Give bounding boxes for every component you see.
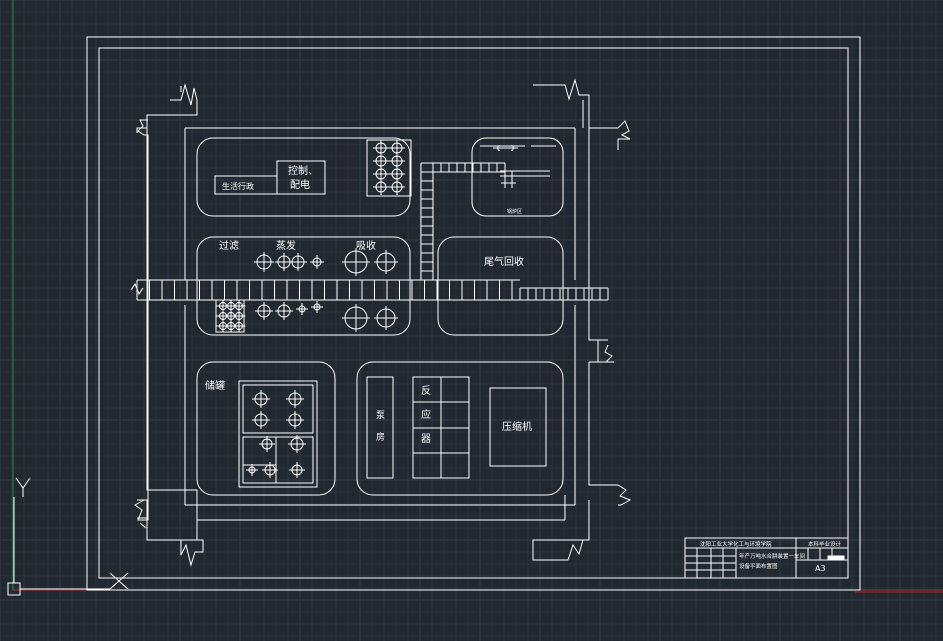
absorber (342, 248, 370, 276)
storage-tank-area (238, 380, 318, 488)
pipe-rack (130, 162, 609, 301)
block-admin (196, 137, 411, 217)
process-equipment (215, 248, 398, 333)
storage-tank (286, 390, 304, 408)
ucs-axis-icon (7, 477, 129, 596)
label-boiler: 锅炉区 (507, 208, 522, 215)
room-compressor (489, 387, 547, 467)
label-absorb: 吸收 (356, 239, 376, 252)
label-reactor: 反 应 器 (421, 385, 434, 445)
label-storage: 储罐 (205, 379, 225, 392)
absorber (342, 304, 370, 332)
branch-pipe-rack (519, 287, 609, 301)
sheet-border-inner (98, 47, 849, 579)
filter-unit (296, 303, 308, 315)
block-storage (196, 361, 336, 496)
block-process (196, 236, 411, 336)
storage-tank (286, 411, 304, 429)
evaporator (310, 255, 324, 269)
vertical-pipe-rack (420, 162, 434, 281)
storage-tank (246, 464, 258, 476)
label-compressor: 压缩机 (502, 420, 532, 433)
sheet-border-outer (86, 36, 861, 591)
absorber (374, 306, 398, 330)
block-boiler (471, 137, 564, 217)
label-filter: 过滤 (219, 239, 239, 252)
main-pipe-rack (136, 279, 520, 301)
storage-tanks (243, 390, 306, 478)
storage-tank (259, 436, 275, 452)
tank-grid (366, 139, 412, 197)
small-tank (373, 179, 389, 195)
title-category: 本科毕业设计 (808, 540, 842, 548)
evaporator (254, 252, 274, 272)
small-tank (389, 179, 405, 195)
label-control: 控制、 配电 (288, 164, 321, 191)
filter-unit (311, 301, 323, 313)
storage-tank (252, 411, 270, 429)
title-block (684, 537, 849, 579)
inner-road (184, 127, 576, 521)
block-tailgas (437, 236, 564, 336)
reactor-grid (412, 376, 470, 479)
label-admin: 生活行政 (222, 181, 254, 191)
labels: 生活行政 控制、 配电 过滤 蒸发 吸收 尾气回收 储罐 泵 房 反 应 器 压… (205, 164, 842, 573)
rack-break (130, 282, 609, 300)
boiler-equipment (480, 145, 556, 188)
title-drawing: 年产万吨水合肼装置一车间 设备平面布置图 (739, 552, 807, 570)
storage-tank (289, 462, 305, 478)
evaporator (289, 253, 307, 271)
room-pump (366, 376, 394, 479)
drawing (7, 36, 943, 596)
storage-tank (252, 390, 270, 408)
title-sheet-size: A3 (815, 564, 826, 573)
title-school: 沈阳工业大学化工与环境学院 (700, 540, 772, 548)
label-evaporate: 蒸发 (276, 239, 296, 252)
label-pump: 泵 房 (376, 410, 388, 443)
filter-unit (275, 302, 293, 320)
label-tail-gas: 尾气回收 (484, 255, 524, 268)
filter-unit (255, 302, 273, 320)
absorber (374, 250, 398, 274)
storage-tank (288, 435, 306, 453)
block-equipment (356, 361, 564, 496)
room-control (276, 160, 326, 195)
filter-cartridge (232, 319, 246, 333)
